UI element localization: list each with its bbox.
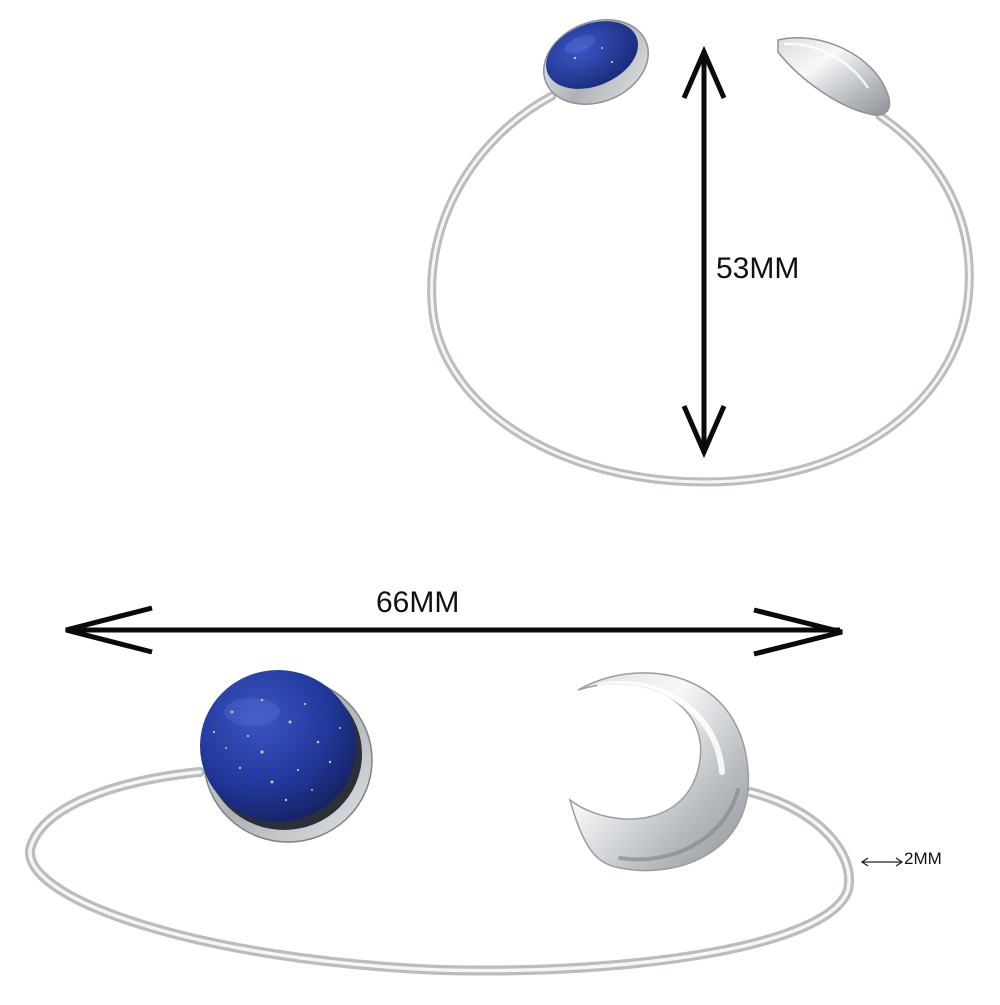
bangle-top-view xyxy=(427,19,974,487)
height-arrow xyxy=(681,45,727,459)
thickness-arrow xyxy=(860,857,904,867)
lapis-stone-top xyxy=(542,19,650,105)
bangle-bottom-view xyxy=(24,605,904,976)
lapis-stone-bottom xyxy=(200,670,373,843)
height-dimension-label: 53MM xyxy=(716,252,800,285)
width-arrow xyxy=(65,605,843,657)
thickness-dimension-label: 2MM xyxy=(904,849,942,868)
width-dimension-label: 66MM xyxy=(376,586,460,619)
bangle-wire-top xyxy=(427,91,974,487)
moon-charm-bottom xyxy=(568,672,750,872)
moon-charm-top xyxy=(777,37,891,116)
